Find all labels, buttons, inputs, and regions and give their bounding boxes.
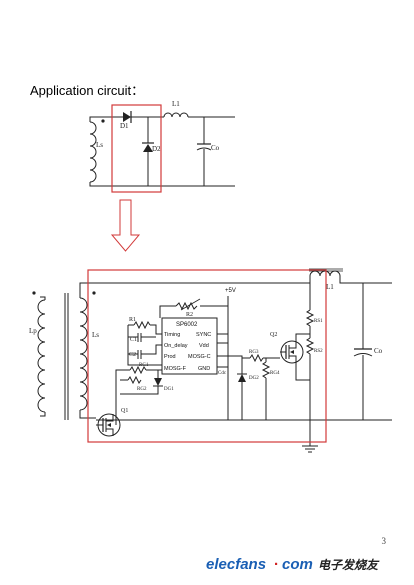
- d1-label: D1: [120, 122, 129, 130]
- d2-label: D2: [152, 145, 161, 153]
- plus5v-label: +5V: [225, 288, 236, 294]
- logo-brand: elecfans: [206, 556, 266, 573]
- co-label: Co: [211, 144, 220, 152]
- top-highlight-frame: [111, 104, 162, 193]
- c1-label: C1: [130, 337, 137, 343]
- logo-graphic: elecfans · com 电子发烧友: [206, 556, 380, 573]
- q2-label: Q2: [270, 332, 277, 338]
- rg3-label: RG3: [249, 350, 259, 355]
- ls-label: Ls: [96, 141, 103, 149]
- r1-label: R1: [129, 317, 136, 323]
- rs2-label: RS2: [314, 349, 323, 354]
- logo-dot: ·: [274, 556, 279, 573]
- pin-mosgf: MOSG-F: [164, 366, 187, 372]
- c2-label: C2: [129, 352, 136, 358]
- l1-label: L1: [172, 100, 180, 108]
- rg2-label: RG2: [137, 387, 147, 392]
- r2-label: R2: [186, 312, 193, 318]
- q1-label: Q1: [121, 408, 128, 414]
- elecfans-logo: elecfans · com 电子发烧友: [198, 552, 408, 576]
- cdc-label: Cdc: [218, 371, 227, 376]
- dg1-label: DG1: [164, 387, 174, 392]
- pin-sync: SYNC: [196, 332, 211, 338]
- top-circuit: Ls D1 D2 L1 Co: [89, 100, 235, 193]
- rs1-label: RS1: [314, 319, 323, 324]
- pin-gnd: GND: [198, 366, 210, 372]
- chip-name: SP6002: [176, 322, 198, 328]
- rg1-label: RG1: [139, 363, 149, 368]
- down-arrow: [110, 199, 141, 252]
- page-number: 3: [381, 536, 387, 546]
- pin-timing: Timing: [164, 332, 180, 338]
- heading: Application circuit：: [30, 83, 145, 98]
- co-label-bottom: Co: [374, 347, 383, 355]
- dg2-label: DG2: [249, 376, 259, 381]
- l1-label-bottom: L1: [326, 283, 334, 291]
- pin-vdd: Vdd: [199, 343, 209, 349]
- pin-prod: Prod: [164, 354, 176, 360]
- pin-mosgc: MOSG-C: [188, 354, 211, 360]
- logo-chinese: 电子发烧友: [318, 558, 380, 572]
- ls-label-bottom: Ls: [92, 331, 99, 339]
- rg4-label: RG4: [270, 371, 280, 376]
- logo-domain: com: [282, 556, 313, 573]
- pin-ondelay: On_delay: [164, 343, 188, 349]
- lp-label: Lp: [29, 327, 37, 335]
- bottom-highlight-frame: [87, 269, 327, 443]
- bottom-circuit: Lp Ls L1 Co SP6002 Timing On_delay: [29, 268, 392, 453]
